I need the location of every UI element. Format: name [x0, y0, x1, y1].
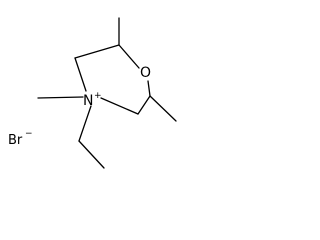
- bond-n-ethyl-ch2: [78, 105, 92, 142]
- bond-ethyl-ch3: [78, 140, 105, 169]
- bond-c6-methyl: [149, 95, 177, 122]
- nitrogen-atom-label: N: [83, 93, 93, 109]
- bond-c3-n: [74, 57, 87, 92]
- bond-n-methyl: [37, 96, 84, 99]
- structure-canvas: O N + Br −: [0, 0, 184, 197]
- structure-diagram: O N + Br −: [8, 17, 177, 169]
- bond-c5-c6: [137, 95, 151, 115]
- bond-c6-o: [147, 80, 151, 97]
- nitrogen-charge: +: [94, 91, 102, 101]
- bromide-ion-label: Br: [8, 133, 23, 148]
- bromide-charge: −: [25, 129, 33, 139]
- bond-o-c2: [118, 44, 140, 69]
- bond-n-c5: [100, 97, 139, 115]
- oxygen-atom-label: O: [140, 65, 151, 81]
- bond-c2-c3: [74, 44, 120, 59]
